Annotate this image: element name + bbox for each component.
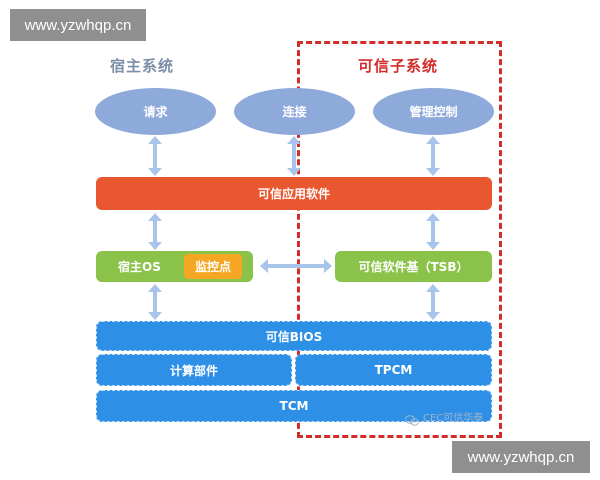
arrowhead-monitor-left xyxy=(260,259,268,273)
compute-components-label: 计算部件 xyxy=(169,363,218,378)
connect-label: 连接 xyxy=(282,105,307,119)
arrowhead-request-top xyxy=(148,136,162,144)
tcm-label: TCM xyxy=(279,399,309,413)
cec-logo-text: CEC可信华泰 xyxy=(423,413,484,424)
trusted-subsystem-title: 可信子系统 xyxy=(358,57,439,75)
trusted-app-label: 可信应用软件 xyxy=(257,187,330,201)
request-ellipse: 请求 xyxy=(95,88,216,135)
trusted-bios-bar: 可信BIOS xyxy=(96,321,492,351)
compute-components-box: 计算部件 xyxy=(96,354,292,386)
tsb-label: 可信软件基（TSB） xyxy=(358,260,469,274)
tpcm-label: TPCM xyxy=(374,363,413,377)
host-system-title: 宿主系统 xyxy=(110,57,175,75)
tcm-bar: TCM xyxy=(96,390,492,422)
trusted-subsystem-frame xyxy=(297,41,502,438)
wechat-icon xyxy=(405,411,419,426)
arrowhead-app-hostos-bottom xyxy=(148,242,162,250)
host-os-label: 宿主OS xyxy=(118,260,161,274)
arrowhead-hostos-bios-top xyxy=(148,284,162,292)
watermark-top: www.yzwhqp.cn xyxy=(10,9,146,41)
arrowhead-app-hostos-top xyxy=(148,213,162,221)
arrowhead-request-bottom xyxy=(148,168,162,176)
connect-ellipse: 连接 xyxy=(234,88,355,135)
tpcm-box: TPCM xyxy=(295,354,492,386)
monitor-point-badge: 监控点 xyxy=(184,254,242,279)
trusted-bios-label: 可信BIOS xyxy=(265,329,323,344)
watermark-bottom: www.yzwhqp.cn xyxy=(452,441,590,473)
arrowhead-hostos-bios-bottom xyxy=(148,312,162,320)
request-label: 请求 xyxy=(143,105,168,119)
trusted-app-bar: 可信应用软件 xyxy=(96,177,492,210)
monitor-point-label: 监控点 xyxy=(194,260,231,274)
management-label: 管理控制 xyxy=(409,105,458,119)
cec-logo: CEC可信华泰 xyxy=(405,409,484,426)
management-ellipse: 管理控制 xyxy=(373,88,494,135)
tsb-box: 可信软件基（TSB） xyxy=(335,251,492,282)
